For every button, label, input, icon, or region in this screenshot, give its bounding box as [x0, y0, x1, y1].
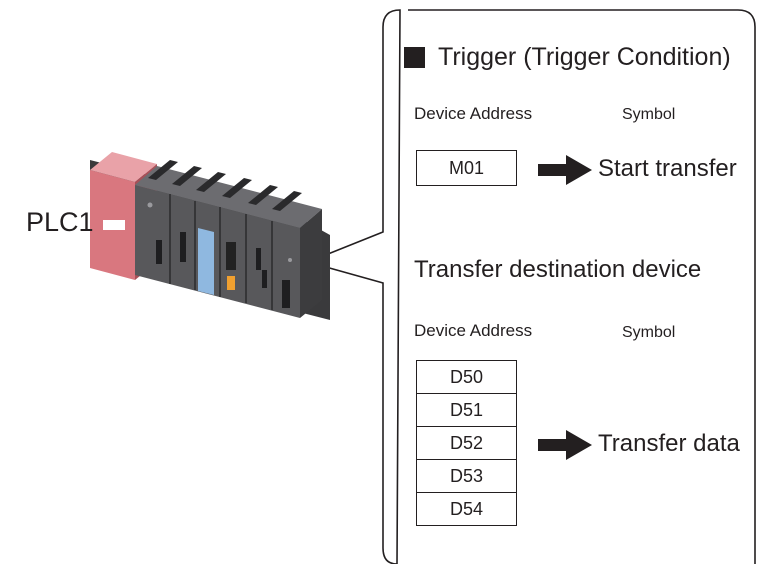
transfer-arrow-icon: [538, 430, 592, 460]
trigger-arrow-icon: [538, 155, 592, 185]
plc-rack-image: [90, 152, 330, 320]
callout-balloon: [305, 9, 756, 564]
plc-label: PLC1: [26, 207, 94, 237]
transfer-symbol-header: Symbol: [622, 324, 676, 341]
trigger-address-cell: M01: [416, 150, 517, 186]
transfer-address-cell: D50: [416, 360, 517, 394]
transfer-symbol: Transfer data: [598, 430, 740, 457]
transfer-address-cell: D53: [416, 459, 517, 493]
transfer-device-address-header: Device Address: [414, 321, 533, 340]
transfer-address-cell: D52: [416, 426, 517, 460]
transfer-address-cell: D51: [416, 393, 517, 427]
trigger-section-title: Trigger (Trigger Condition): [438, 43, 731, 71]
trigger-symbol: Start transfer: [598, 155, 737, 182]
transfer-section-title: Transfer destination device: [414, 256, 702, 283]
section-marker-square: [404, 47, 425, 68]
trigger-symbol-header: Symbol: [622, 106, 676, 123]
transfer-address-cell: D54: [416, 492, 517, 526]
trigger-device-address-header: Device Address: [414, 104, 533, 123]
